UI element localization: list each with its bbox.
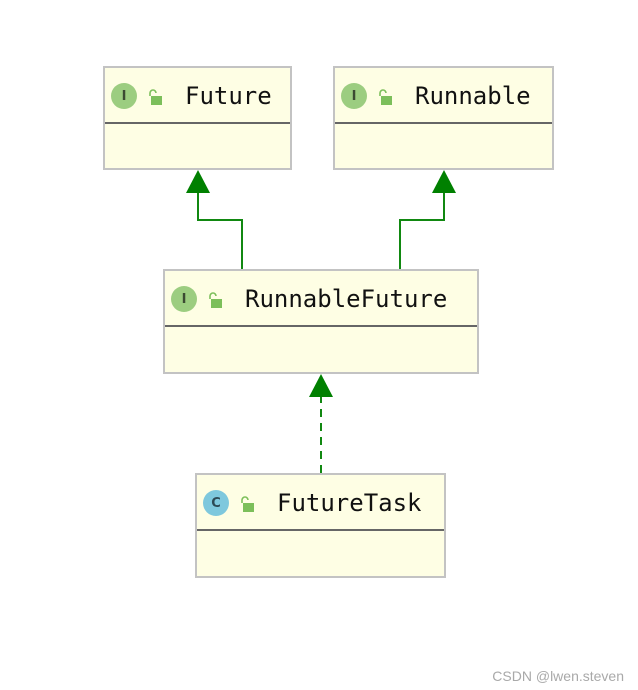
interface-icon: I	[341, 83, 367, 109]
edge-runnablefuture-extends-future	[197, 192, 243, 269]
node-name: Runnable	[415, 82, 531, 110]
uml-interface-runnablefuture[interactable]: I RunnableFuture	[163, 269, 479, 374]
arrowhead-runnablefuture	[309, 374, 333, 397]
watermark: CSDN @lwen.steven	[492, 668, 624, 684]
uml-header: C FutureTask	[197, 475, 444, 531]
edge-runnablefuture-extends-runnable	[399, 192, 445, 269]
interface-icon: I	[171, 286, 197, 312]
uml-interface-future[interactable]: I Future	[103, 66, 292, 170]
unlocked-lock-icon	[241, 496, 254, 512]
unlocked-lock-icon	[209, 292, 222, 308]
node-name: RunnableFuture	[245, 285, 448, 313]
uml-header: I RunnableFuture	[165, 271, 477, 327]
arrowhead-runnable	[432, 170, 456, 193]
class-icon: C	[203, 490, 229, 516]
uml-interface-runnable[interactable]: I Runnable	[333, 66, 554, 170]
uml-class-futuretask[interactable]: C FutureTask	[195, 473, 446, 578]
node-name: Future	[185, 82, 272, 110]
node-name: FutureTask	[277, 489, 422, 517]
uml-header: I Runnable	[335, 68, 552, 124]
unlocked-lock-icon	[379, 89, 392, 105]
arrowhead-future	[186, 170, 210, 193]
interface-icon: I	[111, 83, 137, 109]
unlocked-lock-icon	[149, 89, 162, 105]
uml-header: I Future	[105, 68, 290, 124]
